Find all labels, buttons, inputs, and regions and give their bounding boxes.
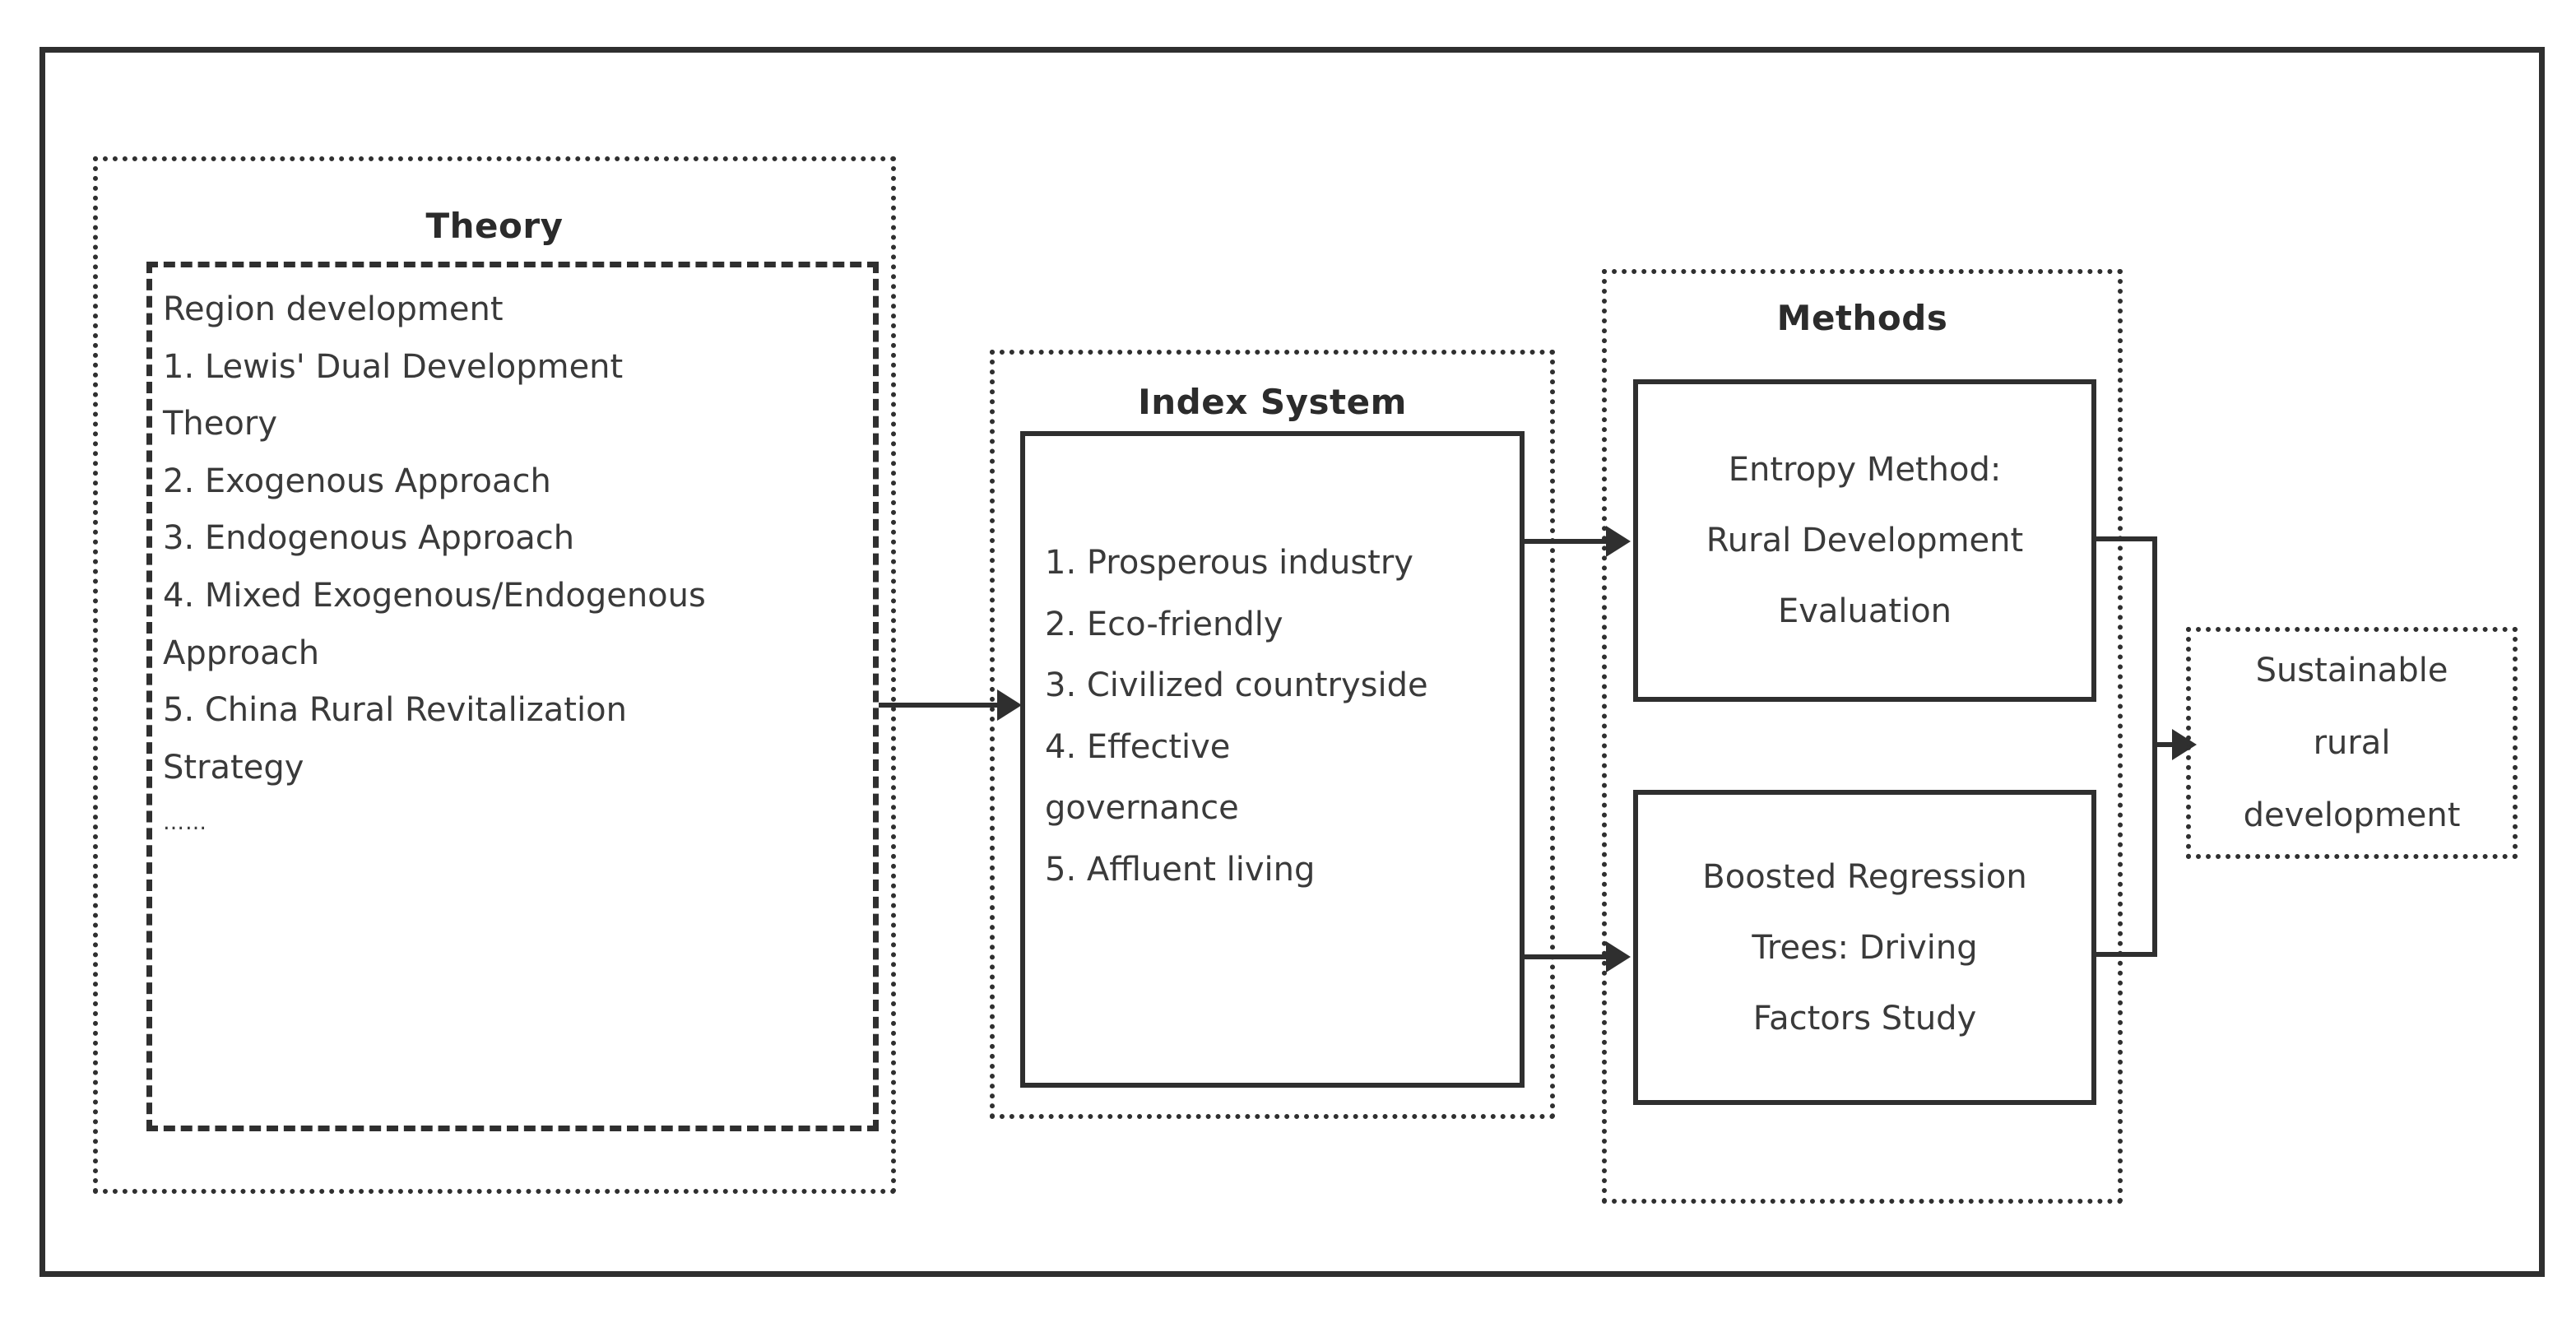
outcome-text: Sustainable rural development xyxy=(2186,627,2518,859)
arrow-index-to-brt-head xyxy=(1606,941,1631,973)
outcome-line-2: rural xyxy=(2313,724,2391,762)
index-system-group-container xyxy=(990,350,1555,1119)
index-system-content-box xyxy=(1020,431,1525,1088)
index-system-text-block: 1. Prosperous industry 2. Eco-friendly 3… xyxy=(1045,543,1539,891)
theory-line-8: 5. China Rural Revitalization xyxy=(163,691,627,730)
theory-line-4: 2. Exogenous Approach xyxy=(163,462,551,500)
connector-brt-out xyxy=(2091,952,2157,957)
outcome-box xyxy=(2186,627,2518,859)
boosted-regression-trees-box xyxy=(1633,790,2096,1105)
arrow-methods-to-outcome-line xyxy=(2152,742,2185,747)
theory-content-box xyxy=(146,262,879,1131)
arrow-theory-to-index-line xyxy=(879,703,1010,708)
methods-group-title: Methods xyxy=(1776,298,1948,338)
arrow-index-to-entropy-head xyxy=(1606,526,1631,557)
index-line-2: 2. Eco-friendly xyxy=(1045,605,1283,643)
methods-group-container xyxy=(1602,269,2123,1204)
index-line-6: 5. Affluent living xyxy=(1045,850,1316,889)
arrow-index-to-brt-line xyxy=(1525,954,1619,959)
theory-line-3: Theory xyxy=(163,405,277,443)
connector-entropy-out xyxy=(2091,536,2157,541)
arrow-index-to-entropy-line xyxy=(1525,539,1619,544)
brt-line-2: Trees: Driving xyxy=(1752,928,1978,967)
theory-line-5: 3. Endogenous Approach xyxy=(163,519,575,558)
brt-line-1: Boosted Regression xyxy=(1702,857,2027,896)
arrow-theory-to-index-head xyxy=(997,689,1022,721)
index-line-5: governance xyxy=(1045,789,1239,828)
entropy-method-text: Entropy Method: Rural Development Evalua… xyxy=(1633,379,2096,702)
index-system-group-title: Index System xyxy=(1138,382,1407,422)
entropy-line-2: Rural Development xyxy=(1706,522,2024,559)
theory-text-block: Region development 1. Lewis' Dual Develo… xyxy=(163,290,887,837)
theory-group-container xyxy=(93,156,896,1194)
arrow-methods-to-outcome-head xyxy=(2172,729,2197,760)
outcome-line-3: development xyxy=(2243,796,2461,834)
theory-line-2: 1. Lewis' Dual Development xyxy=(163,347,624,386)
diagram-outer-frame xyxy=(39,47,2545,1277)
theory-group-title: Theory xyxy=(425,206,564,246)
entropy-line-1: Entropy Method: xyxy=(1728,451,2002,489)
index-line-4: 4. Effective xyxy=(1045,727,1231,766)
index-line-1: 1. Prosperous industry xyxy=(1045,544,1413,582)
index-line-3: 3. Civilized countryside xyxy=(1045,666,1428,705)
entropy-line-3: Evaluation xyxy=(1777,592,1952,630)
theory-line-7: Approach xyxy=(163,634,320,672)
boosted-regression-trees-text: Boosted Regression Trees: Driving Factor… xyxy=(1633,790,2096,1105)
theory-line-9: Strategy xyxy=(163,748,304,787)
theory-line-1: Region development xyxy=(163,290,504,328)
outcome-line-1: Sustainable xyxy=(2255,652,2448,689)
theory-line-6: 4. Mixed Exogenous/Endogenous xyxy=(163,576,706,615)
theory-line-ellipsis: …… xyxy=(163,810,207,836)
brt-line-3: Factors Study xyxy=(1752,999,1977,1038)
